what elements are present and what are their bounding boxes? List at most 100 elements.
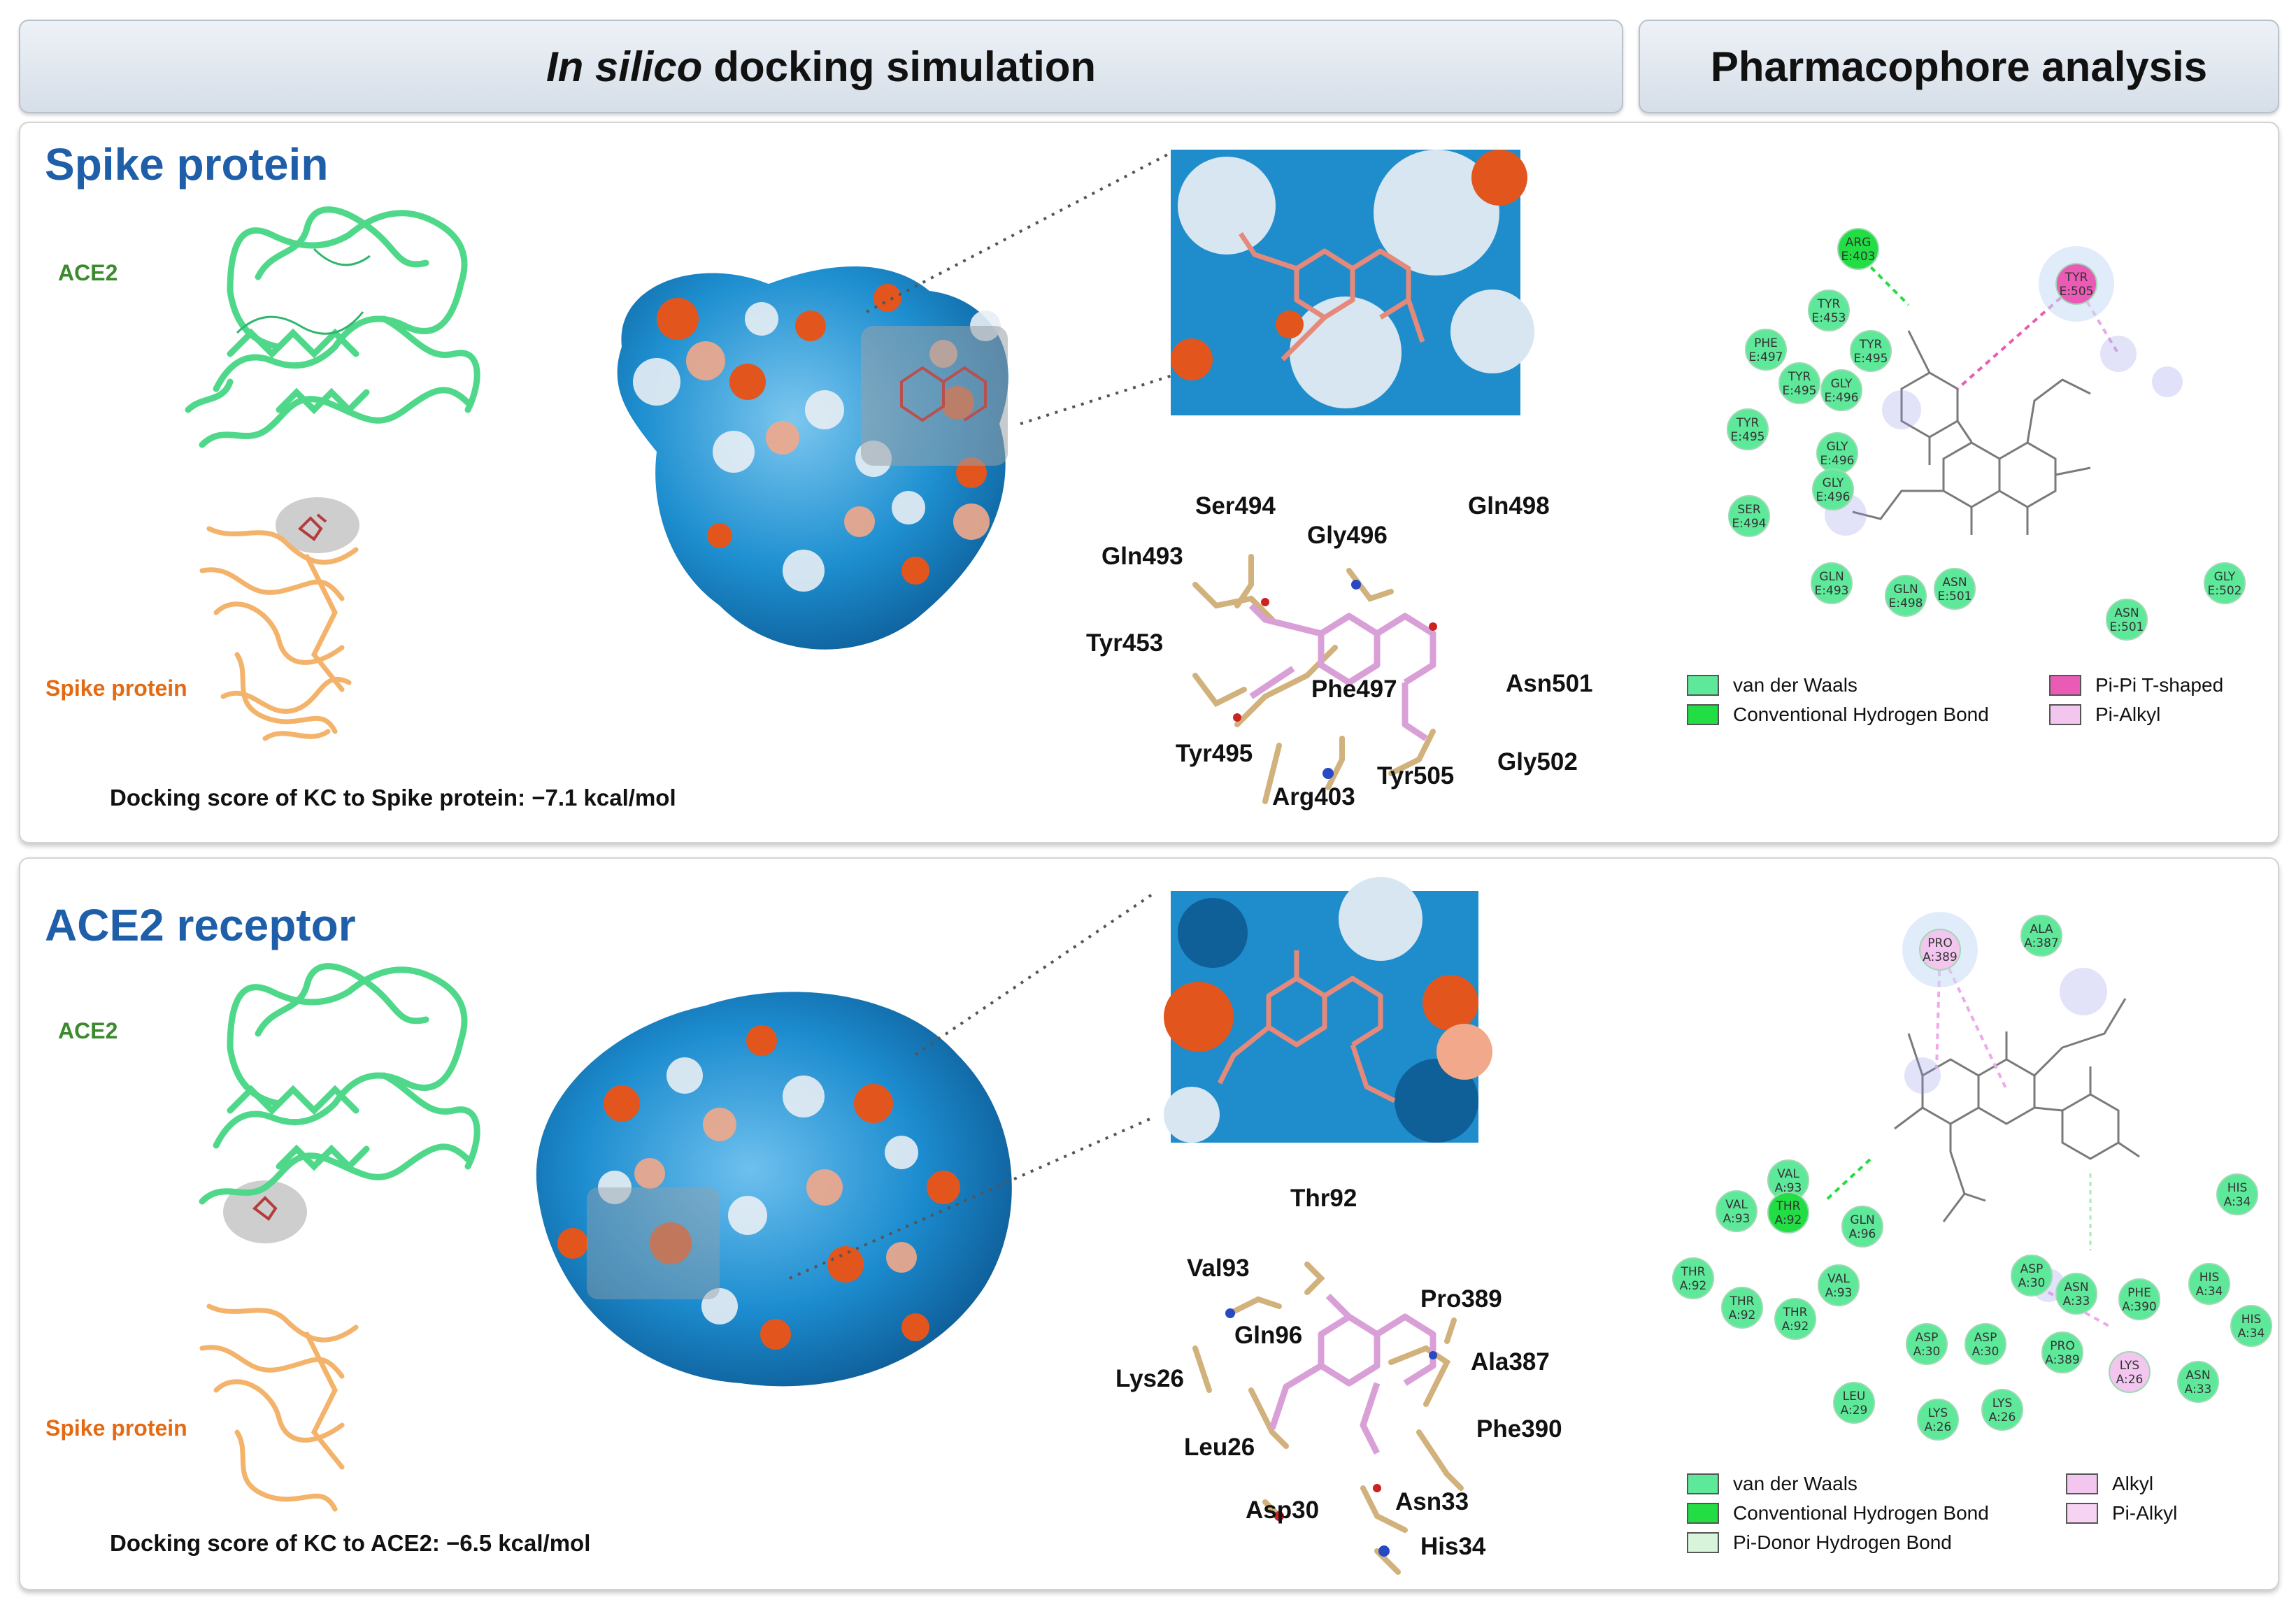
legend-item: Pi-Alkyl xyxy=(2049,703,2160,726)
residue-node-label: E:502 xyxy=(2208,584,2242,598)
legend-item: Alkyl xyxy=(2066,1473,2153,1495)
ace2-surface-model xyxy=(536,992,1012,1387)
spike-residue-label: Asn501 xyxy=(1506,670,1593,697)
docking-header-text: docking simulation xyxy=(713,43,1097,90)
residue-node-label: A:26 xyxy=(1925,1420,1952,1434)
spike-residue-label: Gly502 xyxy=(1497,748,1578,776)
residue-node-label: TYR xyxy=(1859,338,1883,352)
residue-node-label: A:92 xyxy=(1729,1308,1756,1322)
residue-node-label: E:505 xyxy=(2060,285,2094,299)
ace2-zoom-inset xyxy=(1164,877,1492,1143)
spike-pharmacophore-diagram: ARGE:403TYRE:505TYRE:453PHEE:497TYRE:495… xyxy=(1727,228,2246,641)
legend-item: Conventional Hydrogen Bond xyxy=(1687,703,1989,726)
residue-node-label: GLY xyxy=(2214,570,2236,584)
residue-node-label: A:34 xyxy=(2238,1327,2265,1341)
spike-docking-score: Docking score of KC to Spike protein: −7… xyxy=(110,785,676,810)
spike-residue-label: Gly496 xyxy=(1307,522,1388,549)
residue-node-label: E:495 xyxy=(1731,430,1765,444)
spike-panel: Spike protein ACE2 Spike protein Docking… xyxy=(19,122,2279,843)
legend-swatch xyxy=(1687,675,1719,696)
residue-node-label: PRO xyxy=(1927,936,1952,950)
spike-zoom-lines xyxy=(866,150,1175,425)
residue-node-label: TYR xyxy=(2065,271,2088,285)
residue-node-label: GLN xyxy=(1819,570,1844,584)
residue-node-label: A:33 xyxy=(2185,1383,2212,1397)
residue-node-label: LYS xyxy=(1992,1397,2012,1410)
residue-node-label: A:33 xyxy=(2063,1294,2090,1308)
legend-label: Alkyl xyxy=(2112,1473,2154,1494)
residue-node-label: ALA xyxy=(2030,922,2053,936)
legend-label: Pi-Alkyl xyxy=(2095,703,2161,725)
ace2-residue-label: Gln96 xyxy=(1234,1322,1303,1349)
ace2-residue-label: Ala387 xyxy=(1471,1348,1550,1376)
ace2-panel-ace2-label: ACE2 xyxy=(58,1018,118,1043)
residue-node-label: A:92 xyxy=(1782,1320,1809,1334)
residue-node-label: E:495 xyxy=(1783,384,1817,398)
residue-node-label: A:34 xyxy=(2224,1195,2251,1209)
residue-node-label: GLN xyxy=(1893,583,1918,597)
ace2-panel: ACE2 receptor ACE2 Spike protein Docking… xyxy=(19,857,2279,1590)
spike-residue-label: Tyr453 xyxy=(1086,629,1164,657)
ace2-residue-label: Lys26 xyxy=(1115,1365,1184,1392)
residue-node-label: SER xyxy=(1737,503,1761,517)
legend-swatch xyxy=(1687,1503,1719,1524)
residue-node-label: ASP xyxy=(1974,1331,1997,1345)
spike-ribbon-structure xyxy=(199,497,359,741)
residue-node-label: TYR xyxy=(1788,370,1811,384)
ace2-zoom-lines xyxy=(789,892,1155,1280)
legend-label: Pi-Alkyl xyxy=(2112,1502,2178,1524)
residue-node-label: E:493 xyxy=(1815,584,1849,598)
spike-residue-label: Ser494 xyxy=(1195,492,1276,520)
legend-item: Pi-Pi T-shaped xyxy=(2049,674,2223,697)
residue-node-label: E:495 xyxy=(1854,352,1888,366)
residue-node-label: VAL xyxy=(1777,1167,1799,1181)
legend-swatch xyxy=(2066,1473,2098,1494)
residue-node-label: E:453 xyxy=(1812,311,1846,325)
residue-node-label: A:30 xyxy=(2018,1276,2046,1290)
ace2-residue-sticks xyxy=(1192,1262,1464,1575)
residue-node-label: VAL xyxy=(1725,1198,1748,1212)
residue-node-label: A:93 xyxy=(1723,1212,1750,1226)
spike-residue-label: Gln498 xyxy=(1468,492,1550,520)
residue-node-label: E:498 xyxy=(1889,597,1923,610)
residue-node-label: GLN xyxy=(1850,1213,1874,1227)
legend-swatch xyxy=(2066,1503,2098,1524)
ace2-docking-score: Docking score of KC to ACE2: −6.5 kcal/m… xyxy=(110,1530,591,1556)
residue-node-label: A:34 xyxy=(2196,1285,2223,1299)
ace2-residue-label: Phe390 xyxy=(1476,1415,1562,1443)
residue-node-label: E:501 xyxy=(2110,620,2144,634)
residue-node-label: A:389 xyxy=(1923,950,1958,964)
residue-node-label: LYS xyxy=(1928,1406,1948,1420)
spike-residue-label: Tyr505 xyxy=(1377,762,1455,790)
ace2-residue-label: Pro389 xyxy=(1420,1285,1502,1313)
residue-node-label: A:387 xyxy=(2024,936,2059,950)
legend-item: van der Waals xyxy=(1687,674,1858,697)
residue-node-label: ASN xyxy=(2186,1369,2210,1383)
legend-label: van der Waals xyxy=(1733,674,1858,696)
residue-node-label: E:497 xyxy=(1749,350,1783,364)
legend-swatch xyxy=(1687,1473,1719,1494)
legend-item: Conventional Hydrogen Bond xyxy=(1687,1502,1989,1524)
residue-node-label: A:92 xyxy=(1775,1213,1802,1227)
residue-node-label: E:496 xyxy=(1825,391,1859,405)
residue-node-label: LYS xyxy=(2120,1359,2139,1373)
legend-label: Conventional Hydrogen Bond xyxy=(1733,1502,1989,1524)
